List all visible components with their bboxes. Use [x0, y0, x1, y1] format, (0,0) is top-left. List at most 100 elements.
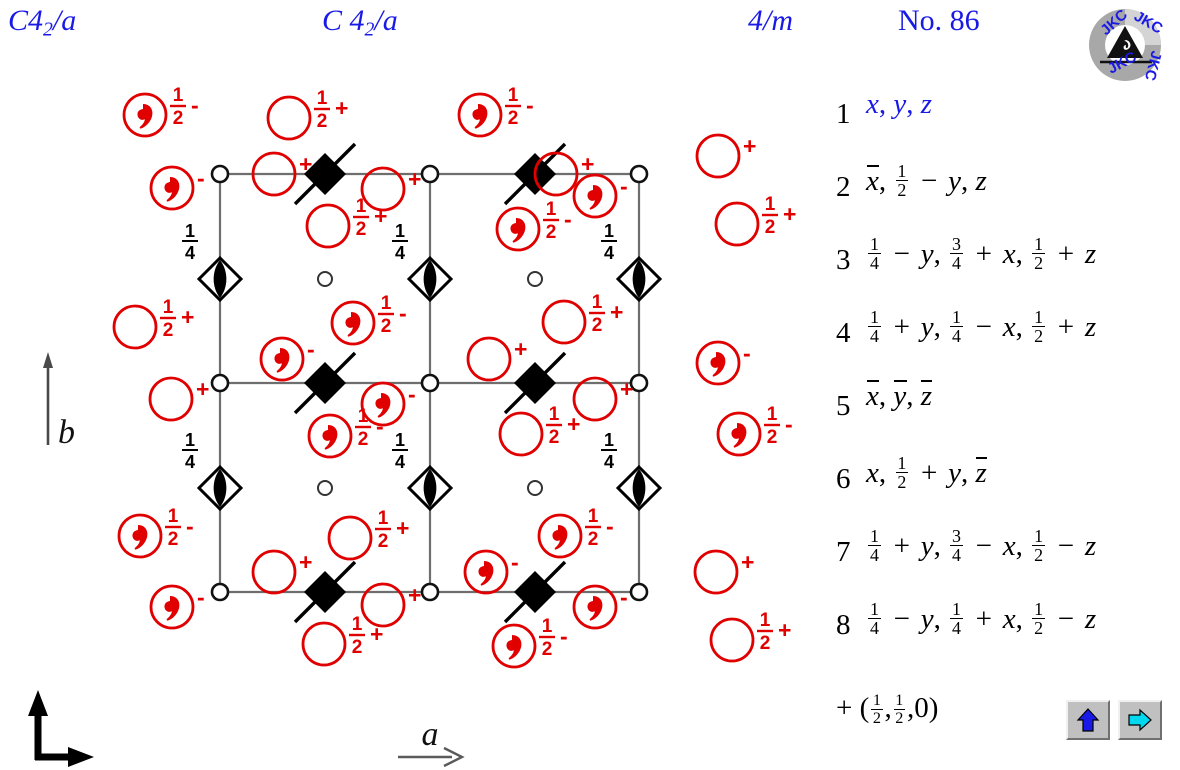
inversion-centre	[420, 373, 440, 393]
atom-height-numerator: 1	[549, 404, 560, 425]
atom-height-denominator: 2	[173, 108, 184, 129]
atom-circle-enantiomorph	[457, 92, 503, 138]
atom-circle	[360, 166, 406, 212]
atom-sign-label: +	[514, 336, 527, 362]
separator: ,	[1015, 310, 1031, 343]
operation-index: 7	[836, 536, 851, 568]
atom-sign-label: -	[197, 165, 205, 191]
atom-height-denominator: 2	[163, 320, 174, 341]
atom-height-numerator: 1	[760, 610, 771, 631]
atom-sign-label: -	[408, 381, 416, 407]
atom-circle-enantiomorph	[117, 513, 163, 559]
atom-sign-label: -	[399, 300, 407, 326]
atom-sign-label: -	[785, 411, 793, 437]
math-operator: +	[1050, 310, 1082, 343]
atom-sign-label: +	[408, 166, 421, 192]
separator: ,	[1015, 237, 1031, 270]
atom-sign-label: +	[581, 151, 594, 177]
atom-sign-label: -	[376, 413, 384, 439]
variable: z	[1084, 310, 1097, 343]
operation-index: 3	[836, 244, 851, 276]
atom-sign-label: +	[408, 582, 421, 608]
height-label-denominator: 4	[185, 452, 195, 472]
comma-marker	[478, 561, 494, 586]
atom-height-denominator: 2	[352, 637, 363, 658]
right-arrow-icon	[1128, 708, 1152, 732]
atom-sign-label: +	[299, 151, 312, 177]
atom-height-numerator: 1	[168, 506, 179, 527]
atom-circle-enantiomorph	[463, 549, 509, 595]
variable: x	[866, 456, 879, 489]
axis-a: a	[398, 716, 465, 768]
atom-circle-enantiomorph	[330, 300, 376, 346]
atom-circle-enantiomorph	[716, 411, 762, 457]
inversion-centre	[420, 164, 440, 184]
atom-height-numerator: 1	[378, 508, 389, 529]
atom-height-numerator: 1	[358, 406, 369, 427]
atom-height-numerator: 1	[592, 292, 603, 313]
atom-sign-label: +	[196, 376, 209, 402]
math-operator: −	[1050, 602, 1082, 635]
operation-index: 8	[836, 609, 851, 641]
inversion-centre	[629, 164, 649, 184]
separator: ,	[933, 602, 949, 635]
logo-text-3: JKC	[1141, 49, 1164, 82]
atom-height-denominator: 2	[549, 427, 560, 448]
atom-height-numerator: 1	[767, 404, 778, 425]
height-label-denominator: 4	[185, 243, 195, 263]
page-title-full-hm: C 42/a	[322, 6, 398, 40]
atom-circle	[533, 151, 579, 197]
math-operator: −	[968, 310, 1000, 343]
operation-index: 1	[836, 98, 851, 130]
general-position-atoms-layer: 12-12+12-+++-+-12+12-12+12+12-12+-+-+-+1…	[112, 85, 796, 669]
separator: ,	[878, 164, 894, 197]
inversion-centre	[317, 480, 333, 496]
separator: ,	[906, 88, 921, 120]
nav-up-button[interactable]	[1066, 700, 1110, 740]
atom-circle	[714, 201, 760, 247]
math-operator: −	[913, 164, 945, 197]
atom-sign-label: +	[743, 133, 756, 159]
glide-plane-trace	[293, 351, 357, 415]
separator: ,	[933, 529, 949, 562]
overbar-variable: y	[893, 379, 907, 412]
atom-sign-label: +	[396, 515, 409, 541]
operation-expression: x, y, z	[866, 90, 932, 119]
atom-sign-label: +	[778, 617, 791, 643]
operation-index: 5	[836, 390, 851, 422]
glide-plane-trace	[293, 142, 357, 206]
atom-height-numerator: 1	[542, 616, 553, 637]
hm-full-prefix: C 4	[322, 4, 365, 37]
math-operator: +	[913, 456, 945, 489]
atom-circle	[693, 549, 739, 595]
navigation-buttons	[1066, 700, 1162, 740]
atom-sign-label: +	[299, 549, 312, 575]
point-group-label: 4/m	[748, 4, 793, 37]
atom-height-denominator: 2	[760, 633, 771, 654]
glide-plane-trace	[293, 560, 357, 624]
math-operator: +	[968, 602, 1000, 635]
atom-height-numerator: 1	[356, 196, 367, 217]
axis-b: b	[43, 352, 75, 451]
comma-marker	[587, 596, 603, 621]
variable: y	[893, 88, 907, 120]
atom-circle-enantiomorph	[572, 584, 618, 630]
inversion-centre	[527, 480, 543, 496]
atom-sign-label: +	[370, 621, 383, 647]
atom-circle	[251, 151, 297, 197]
variable: z	[1084, 602, 1097, 635]
inversion-centre	[210, 582, 230, 602]
math-operator: +	[886, 310, 918, 343]
inversion-centre	[527, 271, 543, 287]
inversion-centre	[629, 582, 649, 602]
nav-right-button[interactable]	[1118, 700, 1162, 740]
variable: x	[1002, 529, 1016, 562]
hm-short-subscript: 2	[43, 18, 53, 41]
